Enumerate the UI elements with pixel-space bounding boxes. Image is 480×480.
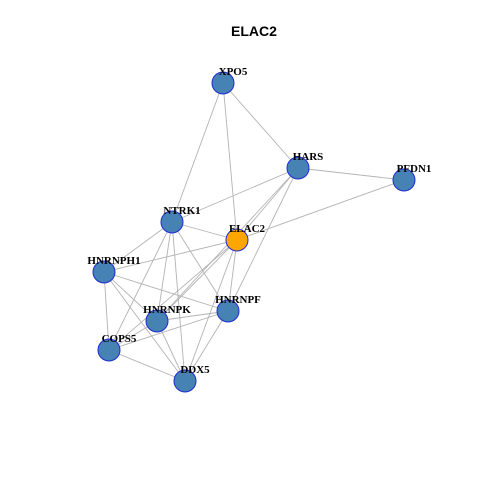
edge-cops5-ddx5 — [108, 349, 186, 382]
node-xpo5[interactable] — [211, 71, 235, 95]
node-label-xpo5: XPO5 — [219, 66, 248, 78]
edge-hnrnpf-ddx5 — [184, 310, 229, 382]
node-hnrnph1[interactable] — [92, 260, 116, 284]
edge-ntrk1-hnrnpf — [171, 221, 229, 312]
node-cops5[interactable] — [97, 338, 121, 362]
node-layer — [92, 71, 416, 393]
node-label-hnrnpk: HNRNPK — [143, 304, 191, 316]
edge-hnrnpf-hnrnpk — [156, 310, 229, 322]
edge-ntrk1-ddx5 — [171, 221, 186, 382]
node-hars[interactable] — [286, 156, 310, 180]
edge-hnrnph1-cops5 — [103, 271, 110, 351]
node-hnrnpk[interactable] — [145, 309, 169, 333]
edge-layer — [103, 82, 405, 382]
edge-pfdn1-elac2 — [236, 179, 405, 241]
edge-ntrk1-hnrnph1 — [103, 221, 173, 273]
node-label-hnrnph1: HNRNPH1 — [87, 255, 140, 267]
node-elac2[interactable] — [225, 228, 249, 252]
edge-xpo5-elac2 — [222, 82, 238, 241]
edge-hars-ntrk1 — [171, 167, 299, 223]
edge-hnrnph1-hnrnpk — [103, 271, 158, 322]
edge-ntrk1-hnrnpk — [156, 221, 173, 322]
edge-elac2-hnrnph1 — [103, 239, 238, 273]
edge-elac2-hnrnpf — [227, 239, 238, 312]
node-label-hnrnpf: HNRNPF — [215, 294, 261, 306]
edge-hnrnph1-ddx5 — [103, 271, 186, 382]
edge-hars-pfdn1 — [297, 167, 405, 181]
edge-elac2-cops5 — [108, 239, 238, 351]
node-label-pfdn1: PFDN1 — [397, 163, 432, 175]
node-label-ntrk1: NTRK1 — [163, 205, 200, 217]
node-ddx5[interactable] — [173, 369, 197, 393]
edge-hnrnpf-cops5 — [108, 310, 229, 351]
edge-ntrk1-cops5 — [108, 221, 173, 351]
node-ntrk1[interactable] — [160, 210, 184, 234]
edge-hars-elac2 — [236, 167, 299, 241]
node-pfdn1[interactable] — [392, 168, 416, 192]
node-label-cops5: COPS5 — [102, 333, 137, 345]
node-label-ddx5: DDX5 — [180, 364, 210, 376]
node-label-hars: HARS — [293, 151, 324, 163]
edge-xpo5-ntrk1 — [171, 82, 224, 223]
figure-title: ELAC2 — [231, 23, 277, 39]
edge-xpo5-hars — [222, 82, 299, 169]
edge-hnrnph1-hnrnpf — [103, 271, 229, 312]
node-hnrnpf[interactable] — [216, 299, 240, 323]
node-label-elac2: ELAC2 — [229, 223, 266, 235]
edge-elac2-hnrnpk — [156, 239, 238, 322]
edge-hars-hnrnpf — [227, 167, 299, 312]
edge-elac2-ddx5 — [184, 239, 238, 382]
